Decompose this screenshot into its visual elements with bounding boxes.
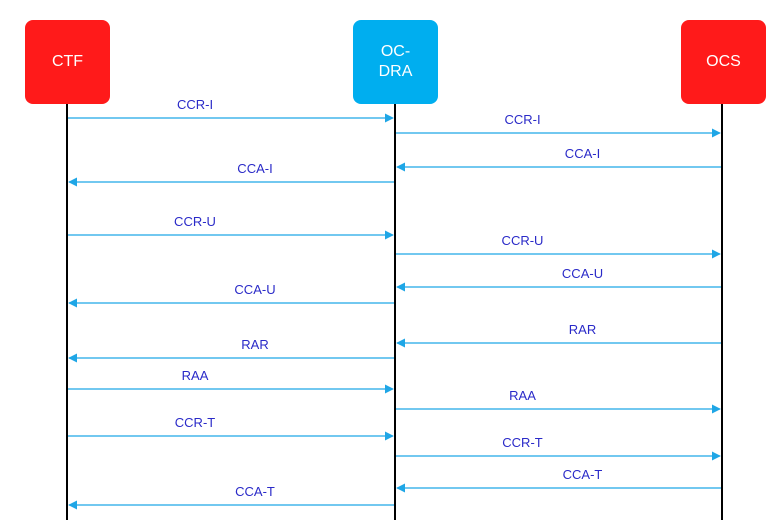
message-label: CCR-U (174, 214, 216, 229)
message-label: CCA-U (561, 266, 604, 281)
message-label: RAA (181, 368, 209, 383)
message-label: CCA-U (234, 282, 276, 297)
message-label: CCR-T (174, 415, 216, 430)
message-label: CCA-T (562, 467, 603, 482)
message-label: RAA (509, 388, 536, 403)
node-box-ocs (681, 20, 766, 104)
message-label: CCR-I (176, 97, 214, 112)
message-label: CCR-T (502, 435, 543, 450)
message-label: CCA-I (564, 146, 601, 161)
message-label: CCA-T (235, 484, 275, 499)
message-label: RAR (568, 322, 597, 337)
message-label: RAR (241, 337, 269, 352)
node-box-dra (353, 20, 438, 104)
message-label: CCR-I (504, 112, 541, 127)
node-box-ctf (25, 20, 110, 104)
message-label: CCA-I (237, 161, 273, 176)
message-label: CCR-U (501, 233, 544, 248)
